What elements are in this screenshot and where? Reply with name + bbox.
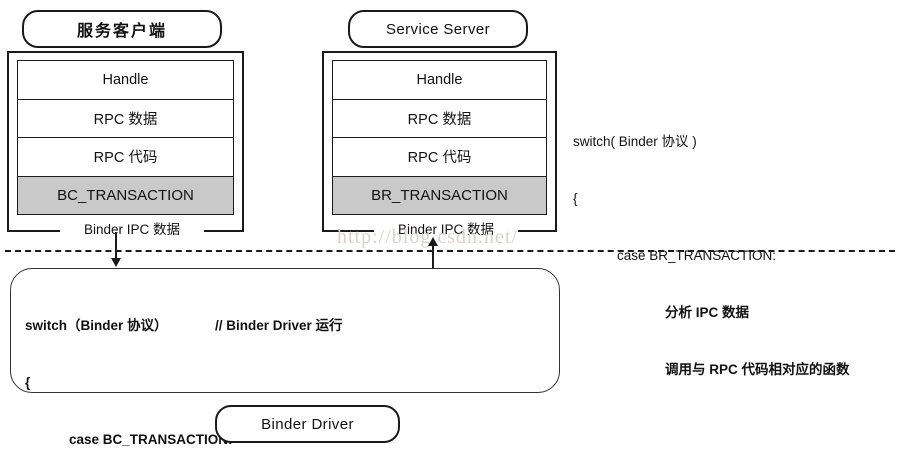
server-row-br-transaction: BR_TRANSACTION xyxy=(333,176,546,214)
client-header-capsule: 服务客户端 xyxy=(22,10,222,48)
driver-code-block: switch（Binder 协议） // Binder Driver 运行 { … xyxy=(25,278,545,450)
arrow-client-to-driver-head xyxy=(111,258,121,267)
server-header-label: Service Server xyxy=(386,20,490,38)
client-row-bc-transaction: BC_TRANSACTION xyxy=(18,176,233,214)
client-row-rpc-code: RPC 代码 xyxy=(18,138,233,177)
client-header-label: 服务客户端 xyxy=(76,23,167,40)
server-packet-stack: Handle RPC 数据 RPC 代码 BR_TRANSACTION xyxy=(332,60,547,215)
client-row-handle: Handle xyxy=(18,61,233,100)
client-packet-stack: Handle RPC 数据 RPC 代码 BC_TRANSACTION xyxy=(17,60,234,215)
binder-driver-code-box xyxy=(10,268,560,393)
server-header-capsule: Service Server xyxy=(348,10,528,48)
driver-code-line-2: { xyxy=(25,375,31,390)
driver-code-line-1-row: switch（Binder 协议） // Binder Driver 运行 xyxy=(25,316,545,335)
arrow-client-to-driver-line xyxy=(115,232,117,260)
arrow-driver-to-server-line xyxy=(432,245,434,273)
binder-driver-capsule: Binder Driver xyxy=(215,405,400,443)
driver-code-line-3: case BC_TRANSACTION: xyxy=(69,432,233,447)
server-code-line-2: { xyxy=(573,191,578,206)
client-ipc-frame-label: Binder IPC 数据 xyxy=(60,222,204,238)
server-ipc-frame-label: Binder IPC 数据 xyxy=(374,222,518,238)
client-row-rpc-data: RPC 数据 xyxy=(18,99,233,138)
server-code-spacer xyxy=(573,417,893,436)
server-row-rpc-code: RPC 代码 xyxy=(333,138,546,177)
server-code-line-1: switch( Binder 协议 ) xyxy=(573,134,697,149)
server-code-line-3: case BR_TRANSACTION: xyxy=(617,248,777,263)
server-row-handle: Handle xyxy=(333,61,546,100)
server-code-line-4: 分析 IPC 数据 xyxy=(665,305,750,320)
server-code-line-5: 调用与 RPC 代码相对应的函数 xyxy=(665,362,850,377)
server-row-rpc-data: RPC 数据 xyxy=(333,99,546,138)
server-code-block: switch( Binder 协议 ) { case BR_TRANSACTIO… xyxy=(573,94,893,450)
userspace-kernel-divider xyxy=(5,250,895,252)
driver-code-line-1: switch（Binder 协议） xyxy=(25,318,168,333)
arrow-driver-to-server-head xyxy=(428,237,438,246)
driver-code-comment: // Binder Driver 运行 xyxy=(215,318,343,333)
binder-driver-label: Binder Driver xyxy=(261,415,354,433)
